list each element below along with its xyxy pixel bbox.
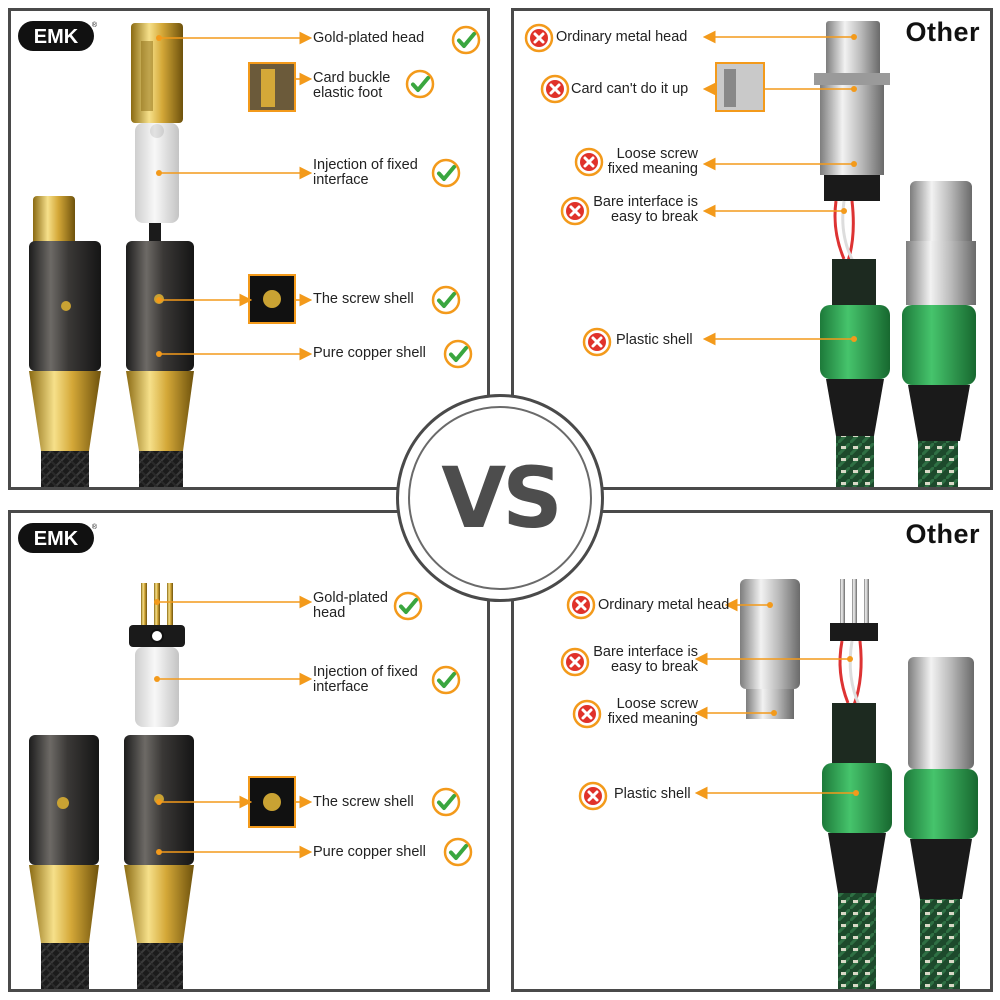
label-loose-screw: Loose screw fixed meaning xyxy=(607,146,698,177)
check-icon xyxy=(405,69,435,99)
label-pure-copper-shell: Pure copper shell xyxy=(313,844,426,860)
panel-other-female: Other Ordinary metal head Card can't do … xyxy=(511,8,993,490)
label-ordinary-metal-head: Ordinary metal head xyxy=(598,597,730,613)
cross-icon xyxy=(540,74,570,104)
cross-icon xyxy=(524,23,554,53)
emk-logo: EMK ® xyxy=(18,523,97,553)
vs-text: VS xyxy=(441,449,563,547)
label-gold-plated-head: Gold-plated head xyxy=(313,30,425,46)
other-male-connector-illustration xyxy=(694,579,978,989)
check-icon xyxy=(451,25,481,55)
svg-text:EMK: EMK xyxy=(34,528,79,550)
other-title: Other xyxy=(905,519,980,549)
check-icon xyxy=(431,665,461,695)
check-icon xyxy=(443,837,473,867)
label-plastic-shell: Plastic shell xyxy=(616,332,693,348)
emk-logo: EMK ® xyxy=(18,21,97,51)
label-injection-fixed-interface: Injection of fixed interface xyxy=(313,664,418,695)
label-card-cant-do-it-up: Card can't do it up xyxy=(571,81,689,97)
cross-icon xyxy=(582,327,612,357)
label-bare-interface: Bare interface is easy to break xyxy=(593,194,698,225)
panel-emk-male: EMK ® Gold-plated head Injection of fixe… xyxy=(8,510,490,992)
label-ordinary-metal-head: Ordinary metal head xyxy=(556,29,688,45)
vs-badge-ring xyxy=(408,406,592,590)
label-gold-plated-head: Gold-plated head xyxy=(313,590,388,621)
vs-badge: VS xyxy=(396,394,604,602)
panel-emk-female: EMK ® Gold-plated head Card buckle elast… xyxy=(8,8,490,490)
check-icon xyxy=(443,339,473,369)
label-injection-fixed-interface: Injection of fixed interface xyxy=(313,157,418,188)
label-screw-shell: The screw shell xyxy=(313,291,414,307)
check-icon xyxy=(431,787,461,817)
label-card-buckle: Card buckle elastic foot xyxy=(313,70,391,101)
other-female-connector-illustration xyxy=(702,21,976,487)
label-plastic-shell: Plastic shell xyxy=(614,786,691,802)
svg-text:®: ® xyxy=(92,523,97,531)
svg-text:®: ® xyxy=(92,21,97,29)
svg-text:EMK: EMK xyxy=(34,26,79,48)
label-screw-shell: The screw shell xyxy=(313,794,414,810)
other-title: Other xyxy=(905,17,980,47)
emk-male-connector-illustration xyxy=(29,583,313,989)
label-loose-screw: Loose screw fixed meaning xyxy=(607,696,698,727)
panel-other-male: Other Ordinary metal head Bare interface… xyxy=(511,510,993,992)
cross-icon xyxy=(578,781,608,811)
emk-female-connector-illustration xyxy=(29,23,313,487)
label-bare-interface: Bare interface is easy to break xyxy=(593,644,698,675)
label-pure-copper-shell: Pure copper shell xyxy=(313,345,426,361)
check-icon xyxy=(431,158,461,188)
check-icon xyxy=(431,285,461,315)
